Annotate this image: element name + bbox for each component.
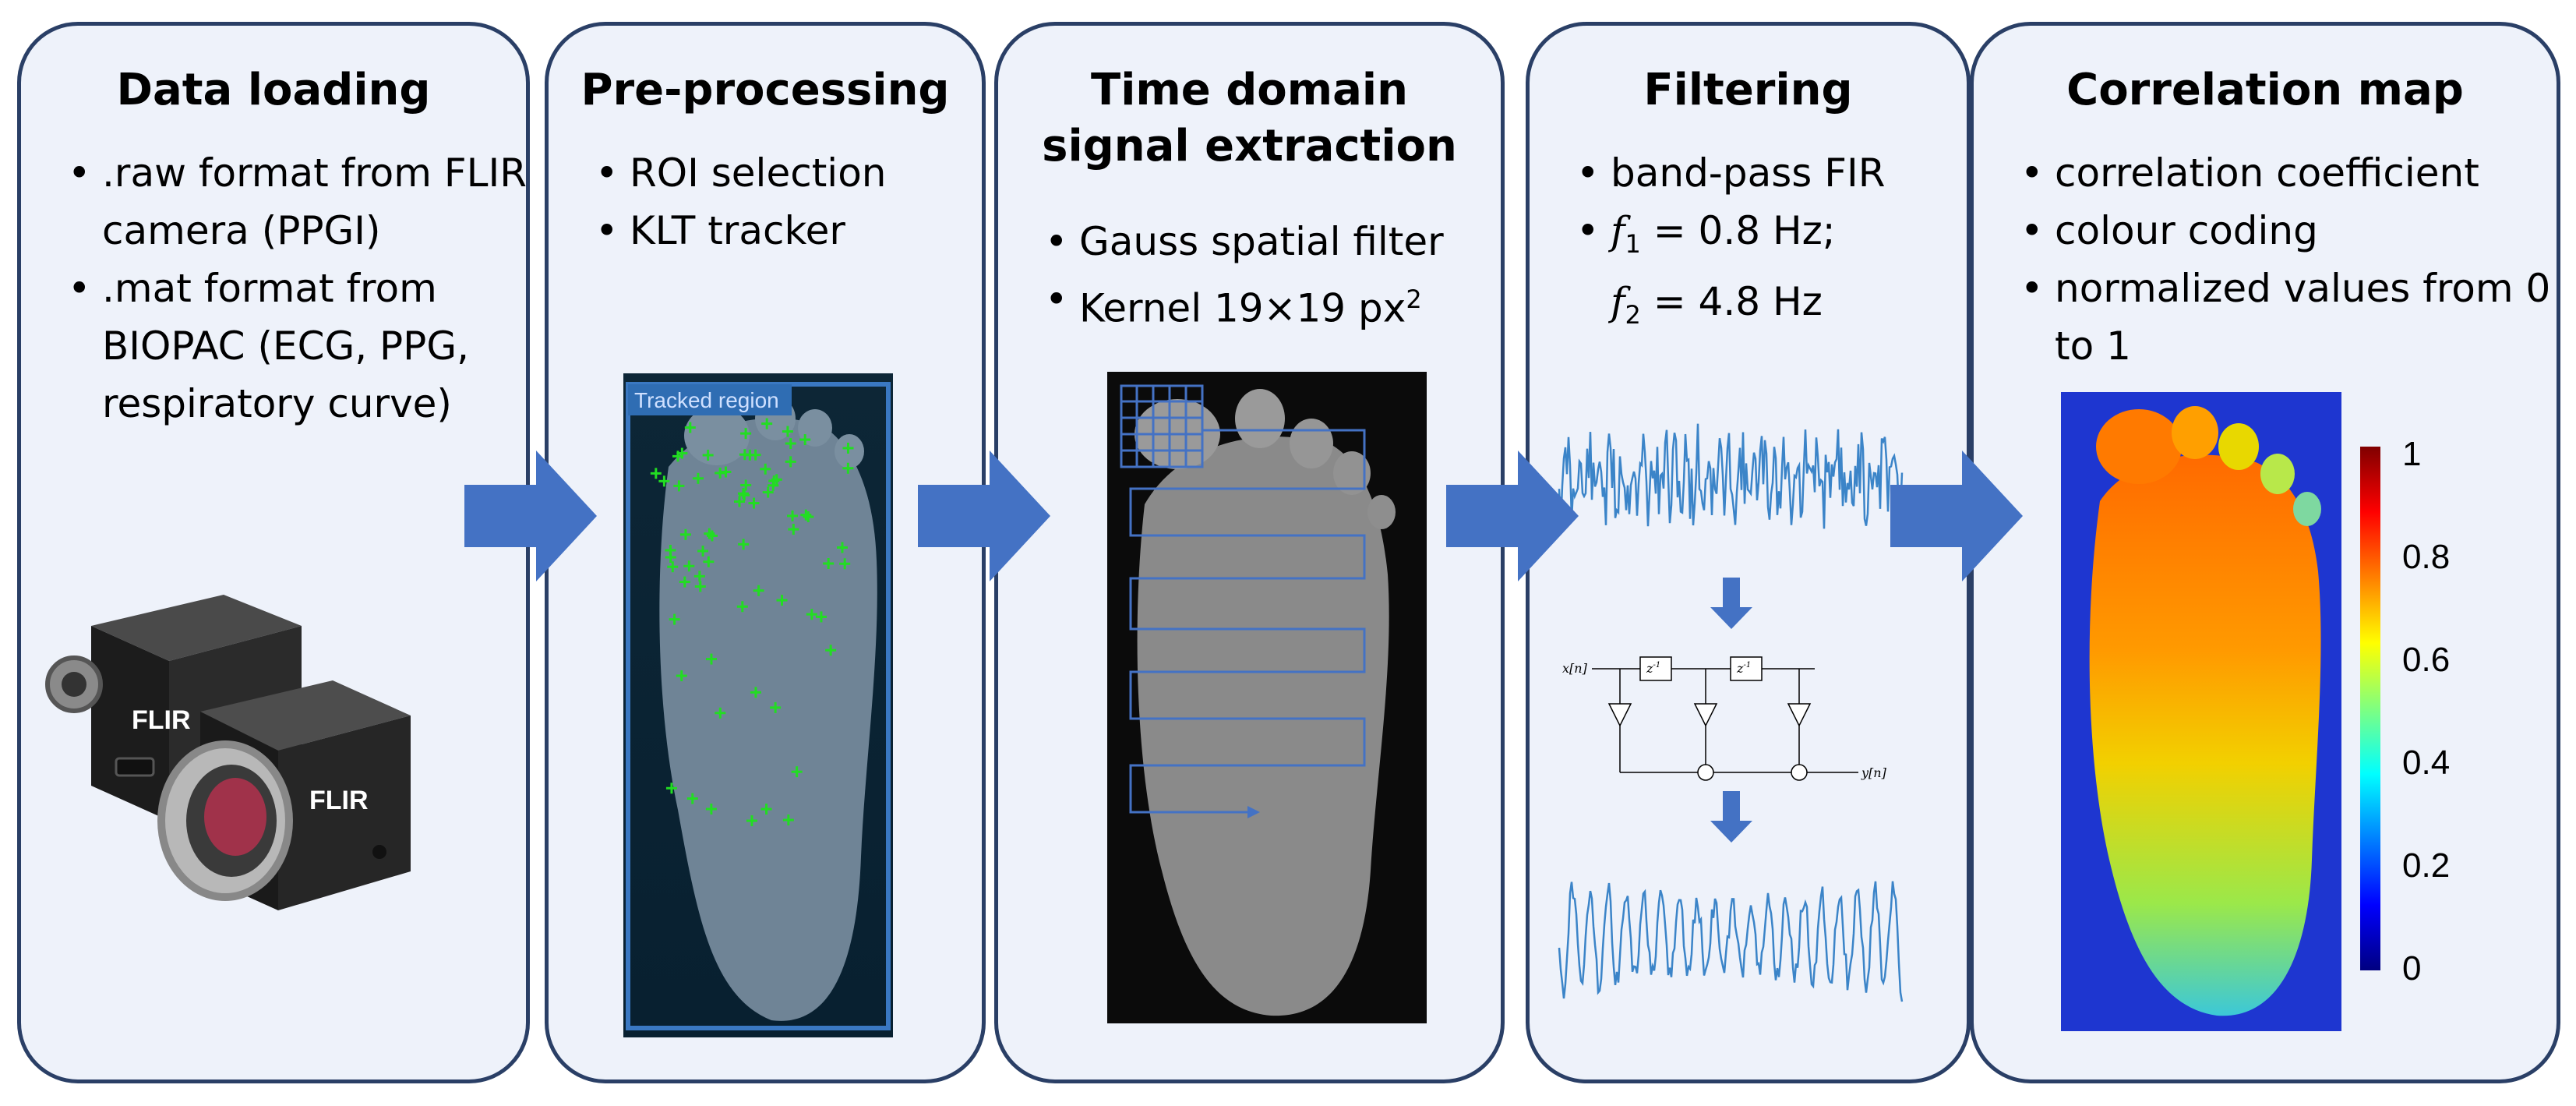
panel-title: Correlation map — [2066, 65, 2464, 115]
svg-text:z-1: z-1 — [1736, 661, 1751, 676]
bullet-list: ROI selection KLT tracker — [592, 144, 1004, 260]
flir-cameras-image: FLIR FLIR — [45, 595, 411, 910]
panel-title-line2: signal extraction — [1042, 121, 1457, 171]
grid-scan-foot-image — [1107, 372, 1427, 1023]
fir-output-label: y[n] — [1861, 765, 1887, 780]
panel-data-loading: Data loading .raw format from FLIR camer… — [17, 22, 530, 1083]
panel-title: Filtering — [1643, 65, 1853, 115]
bullet-list: band-pass FIR f1 = 0.8 Hz;f2 = 4.8 Hz — [1573, 144, 2000, 344]
down-arrow-2 — [1710, 791, 1752, 843]
colorbar-tick: 0.8 — [2402, 538, 2450, 576]
bullet-list: Gauss spatial filter Kernel 19×19 px2 — [1042, 213, 1531, 337]
colorbar: 1 0.8 0.6 0.4 0.2 0 — [2360, 435, 2450, 984]
fir-input-label: x[n] — [1562, 661, 1588, 676]
colorbar-tick: 0.2 — [2402, 846, 2450, 885]
kernel-exponent: 2 — [1406, 284, 1422, 314]
panel-title-line1: Time domain — [1091, 65, 1408, 115]
fir-block-diagram: x[n] z-1 z-1 y[n] — [1562, 656, 1887, 781]
panel-correlation-map: Correlation map correlation coefficient … — [1970, 22, 2560, 1083]
bullet-item: correlation coefficient — [2020, 144, 2576, 202]
bullet-item: .mat format from BIOPAC (ECG, PPG, respi… — [68, 260, 538, 433]
correlation-heatmap — [2061, 392, 2341, 1031]
panel-signal-extraction: Time domain signal extraction Gauss spat… — [994, 22, 1505, 1083]
bullet-item: colour coding — [2020, 202, 2576, 260]
raw-signal-trace — [1558, 423, 1904, 529]
filtering-illustration: x[n] z-1 z-1 y[n] — [1558, 423, 1904, 1002]
colorbar-tick: 0.6 — [2402, 641, 2450, 679]
colorbar-gradient — [2360, 447, 2380, 970]
panel-filtering: Filtering band-pass FIR f1 = 0.8 Hz;f2 =… — [1526, 22, 1971, 1083]
flir-logo-front: FLIR — [309, 786, 369, 815]
filtered-signal-trace — [1558, 881, 1904, 1002]
panel-title: Data loading — [116, 65, 431, 115]
colorbar-tick: 0.4 — [2402, 744, 2450, 782]
delay-label-2: z — [1736, 661, 1744, 676]
bullet-item: KLT tracker — [595, 202, 1004, 260]
delay-label-1: z — [1646, 661, 1653, 676]
f2-value: = 4.8 Hz — [1640, 279, 1823, 324]
flow-arrow-3 — [1446, 451, 1579, 581]
flow-arrow-1 — [464, 451, 597, 581]
bullet-list: correlation coefficient colour coding no… — [2017, 144, 2576, 375]
panel-pre-processing: Pre-processing ROI selection KLT tracker… — [545, 22, 986, 1083]
tracked-region-label: Tracked region — [634, 388, 779, 412]
f1-value: = 0.8 Hz; — [1640, 208, 1836, 253]
bullet-item: band-pass FIR — [1576, 144, 2000, 202]
kernel-grid — [1120, 384, 1204, 468]
f2-symbol: f — [1611, 279, 1625, 324]
flow-arrow-4 — [1890, 451, 2023, 581]
flir-logo-back: FLIR — [132, 705, 191, 735]
delay-exp-2: -1 — [1743, 661, 1751, 670]
svg-text:z-1: z-1 — [1646, 661, 1660, 676]
bullet-item: ROI selection — [595, 144, 1004, 202]
colorbar-tick: 0 — [2402, 949, 2421, 984]
colorbar-tick: 1 — [2402, 435, 2421, 473]
f1-symbol: f — [1611, 208, 1625, 253]
bullet-item: normalized values from 0 to 1 — [2020, 260, 2576, 375]
tracker-points — [650, 418, 854, 827]
kernel-text: Kernel 19×19 px — [1079, 285, 1406, 331]
frequency-item: f1 = 0.8 Hz;f2 = 4.8 Hz — [1576, 202, 2000, 344]
tracked-foot-image: Tracked region — [623, 373, 893, 1037]
bullet-item: Kernel 19×19 px2 — [1045, 270, 1531, 337]
f1-subscript: 1 — [1625, 229, 1641, 259]
bullet-item: Gauss spatial filter — [1045, 213, 1531, 270]
down-arrow-1 — [1710, 578, 1752, 629]
bullet-item: .raw format from FLIR camera (PPGI) — [68, 144, 538, 260]
delay-exp-1: -1 — [1653, 661, 1660, 670]
scan-arrowhead — [1247, 806, 1260, 818]
scan-path — [1129, 429, 1366, 814]
flow-arrow-2 — [918, 451, 1050, 581]
panel-title: Pre-processing — [580, 65, 950, 115]
bullet-list: .raw format from FLIR camera (PPGI) .mat… — [65, 144, 538, 433]
f2-subscript: 2 — [1625, 300, 1641, 330]
